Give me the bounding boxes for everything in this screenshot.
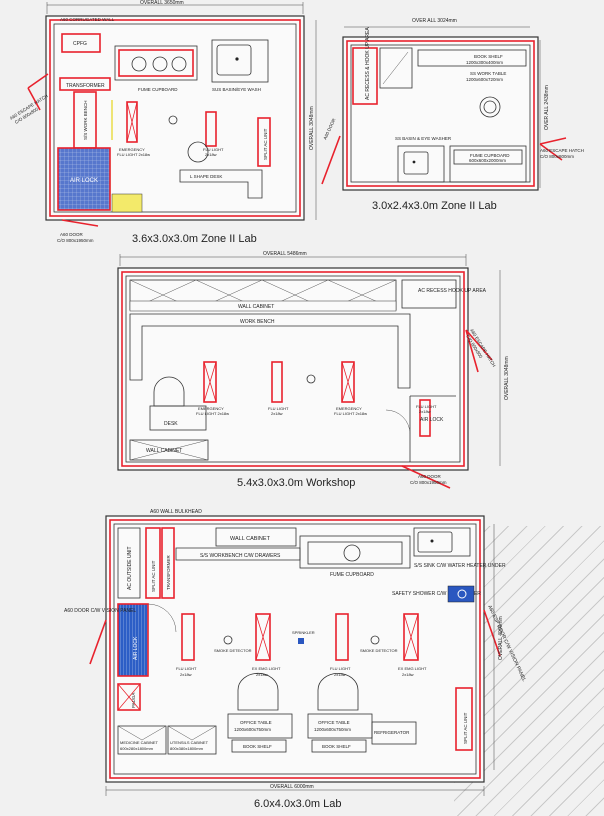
medicine-cabinet-label: MEDICINE CABINET	[120, 740, 159, 745]
desk-label: DESK	[164, 421, 178, 427]
fume-label: FUME CUPBOARD	[470, 153, 510, 158]
door-left-label: A60 DOOR C/W VISION PANEL	[64, 608, 136, 614]
overall-dimension-side: OVERALL 4000mm	[498, 616, 504, 660]
plan-lab-6-0: A60 WALL BULKHEAD AC OUTSIDE UNIT SPLIT …	[64, 509, 527, 810]
shower-label: SAFETY SHOWER C/W EYE WASHER	[392, 591, 481, 597]
overall-dimension-top: OVERALL 6000mm	[270, 784, 314, 790]
utensils-cabinet-size-label: 800x380x1800mm	[170, 746, 204, 751]
fume-cupboard-label: FUME CUPBOARD	[138, 87, 178, 92]
office-table-2-size-label: 1200x600x750mm	[314, 727, 351, 732]
emg-light-1-label: EX EMG LIGHT	[252, 666, 281, 671]
office-table-1-size-label: 1200x600x750mm	[234, 727, 271, 732]
flu-light-watt-label: 2x18w	[271, 411, 283, 416]
door-label: A60 DOOR	[322, 117, 336, 140]
l-desk-label: L SHAPE DESK	[190, 174, 222, 179]
transformer-label: TRANSFORMER	[166, 555, 171, 591]
emergency-label: EMERGENCY	[198, 406, 224, 411]
flu-light-em-label-2: FLU LIGHT 2x18w	[334, 411, 367, 416]
basin-label: SS BASIN & EYE WASHER	[395, 136, 452, 141]
flu-light-label-3: FLU LIGHT	[416, 404, 437, 409]
pauga-label: PAUGA	[131, 693, 136, 708]
transformer-label: TRANSFORMER	[66, 83, 105, 89]
flu-light-2-watt-label: 2x18w	[334, 672, 346, 677]
emg-light-2-watt-label: 2x18w	[402, 672, 414, 677]
emg-light-2-label: EX EMG LIGHT	[398, 666, 427, 671]
overall-dimension-top: OVERALL 3650mm	[140, 0, 184, 6]
book-shelf-label: BOOK SHELF	[474, 54, 503, 59]
ss-table-label: SS WORK TABLE	[470, 71, 506, 76]
door-right-label: A60 ESP DOOR C/W VISION PANEL	[486, 604, 527, 682]
plan-caption: 3.6x3.0x3.0m Zone II Lab	[132, 233, 257, 245]
plan-workshop-5-4: OVERALL 5486mm OVERALL 3048mm WALL CABIN…	[117, 251, 510, 489]
ac-outside-label: AC OUTSIDE UNIT	[127, 546, 133, 590]
flu-light-2-label: FLU LIGHT	[330, 666, 351, 671]
flu-light-watt-label: 2x18w	[205, 152, 217, 157]
ss-table-size-label: 1200x600x720mm	[466, 77, 503, 82]
cpfg-label: CPFG	[73, 41, 87, 47]
door-label: A60 DOOR	[60, 232, 84, 237]
flu-light-label: FLU LIGHT	[268, 406, 289, 411]
flu-light-1-watt-label: 2x18w	[180, 672, 192, 677]
book-shelf-1-label: BOOK SHELF	[243, 744, 272, 749]
plan-caption: 5.4x3.0x3.0m Workshop	[237, 477, 355, 489]
fume-label: FUME CUPBOARD	[330, 572, 374, 578]
workbench-label: S/S WORKBENCH C/W DRAWERS	[200, 553, 281, 559]
overall-dimension-top: OVERALL 5486mm	[263, 251, 307, 257]
sink-label: SUS BASIN/EYE WASH	[212, 87, 261, 92]
utensils-cabinet-label: UTENSILS CABINET	[170, 740, 209, 745]
flu-light-1-label: FLU LIGHT	[176, 666, 197, 671]
flu-light-em-label: FLU LIGHT 2x18w	[196, 411, 229, 416]
bulkhead-label: A60 WALL BULKHEAD	[150, 509, 202, 515]
overall-dimension-top: OVER ALL 3024mm	[412, 18, 457, 24]
emg-light-1-watt-label: 2x18w	[256, 672, 268, 677]
door-size-label: C/O 800x1950mm	[57, 238, 94, 243]
sink-label: S/S SINK C/W WATER HEATER UNDER	[414, 563, 506, 569]
sprinkler-label: SPRINKLER	[292, 630, 315, 635]
work-bench-label: WORK BENCH	[240, 319, 275, 325]
overall-dimension-side: OVERALL 3048mm	[504, 356, 510, 400]
flu-light-watt-label-3: 2x18w	[419, 409, 431, 414]
fume-size-label: 600x600x2000mm	[469, 158, 506, 163]
smoke-detector-1-label: SMOKE DETECTOR	[214, 648, 252, 653]
split-ac-right-label: SPLIT AC UNIT	[463, 712, 468, 744]
ss-work-bench-label: S/S WORK BENCH	[83, 100, 88, 140]
plan-zone2-lab-3-0: OVER ALL 3024mm OVER ALL 2438mm AC RECES…	[321, 18, 584, 212]
plan-caption: 3.0x2.4x3.0m Zone II Lab	[372, 200, 497, 212]
smoke-detector-2-label: SMOKE DETECTOR	[360, 648, 398, 653]
medicine-cabinet-size-label: 600x280x1800mm	[120, 746, 154, 751]
flu-light-label: FLU LIGHT	[203, 147, 224, 152]
wall-cabinet-label-2: WALL CABINET	[146, 448, 182, 454]
overall-dimension-side: OVERALL 3048mm	[309, 106, 315, 150]
ac-recess-label: AC RECESS HOOK UP AREA	[418, 288, 487, 294]
office-table-1-label: OFFICE TABLE	[240, 720, 272, 725]
book-shelf-size-label: 1200x300x400mm	[466, 60, 503, 65]
emergency-label: EMERGENCY	[119, 147, 145, 152]
air-lock-label: AIR LOCK	[133, 636, 139, 660]
door-label: A60 DOOR	[418, 474, 442, 479]
office-table-2-label: OFFICE TABLE	[318, 720, 350, 725]
plan-zone2-lab-3-6: OVERALL 3650mm OVERALL 3048mm A60 CORRUG…	[9, 0, 317, 245]
plan-caption: 6.0x4.0x3.0m Lab	[254, 798, 341, 810]
door-size-label: C/O 800x1950mm	[410, 480, 447, 485]
book-shelf-2-label: BOOK SHELF	[322, 744, 351, 749]
wall-cabinet-label: WALL CABINET	[230, 536, 271, 542]
flu-light-em-label: FLU LIGHT 2x18w	[117, 152, 150, 157]
ac-recess-label: AC RECESS & HOOK UP AREA	[365, 27, 371, 100]
a60-wall-label: A60 CORRUGATED WALL	[60, 17, 115, 22]
split-ac-label: SPLIT AC UNIT	[151, 560, 156, 592]
refrigerator-label: REFRIGERATOR	[374, 730, 410, 735]
air-lock-label: AIR LOCK	[70, 178, 98, 184]
split-ac-label: SPLIT AC UNIT	[263, 128, 268, 160]
overall-dimension-side: OVER ALL 2438mm	[544, 85, 550, 130]
wall-cabinet-label: WALL CABINET	[238, 304, 274, 310]
escape-hatch-size-label: C/O 800x800mm	[540, 154, 574, 159]
emergency-label-2: EMERGENCY	[336, 406, 362, 411]
escape-hatch-label: A60 ESCAPE HATCH	[540, 148, 584, 153]
air-lock-label: AIR LOCK	[420, 417, 444, 423]
